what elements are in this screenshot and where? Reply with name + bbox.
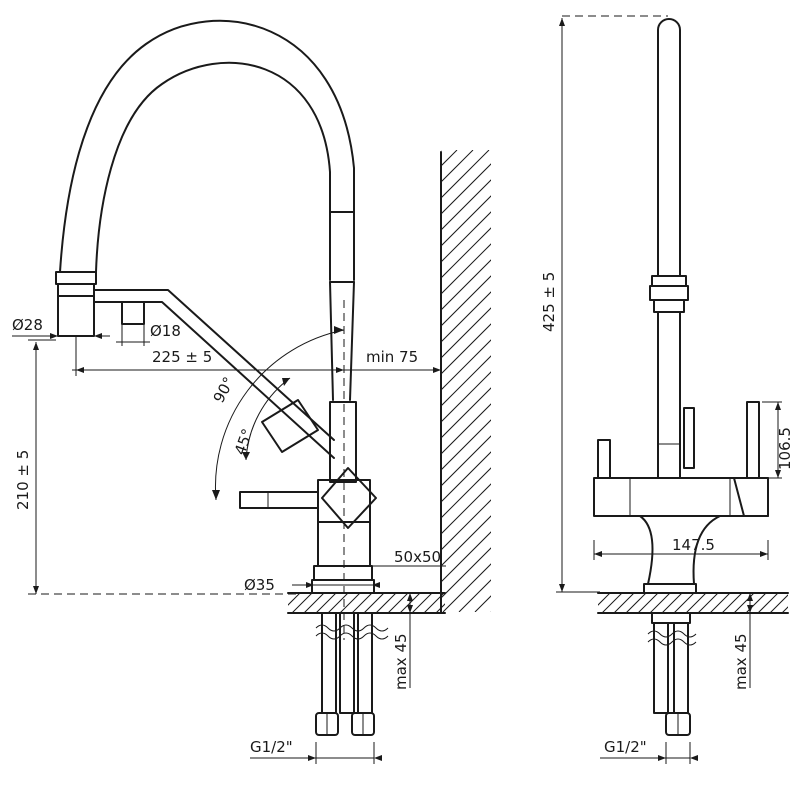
hatch-line xyxy=(757,593,779,613)
hatch-line xyxy=(613,593,635,613)
front-view: 425 ± 5 106.5 147.5 max 45 G1/2" xyxy=(540,15,800,764)
base-plate-label: 50x50 xyxy=(394,548,441,566)
hatch-line xyxy=(351,593,373,613)
counter-thickness-front-label: max 45 xyxy=(732,633,750,690)
hatch-line xyxy=(649,593,671,613)
wall-clearance-label: min 75 xyxy=(366,348,418,366)
hatch-line xyxy=(411,593,433,613)
spout-diameter-label: Ø28 xyxy=(12,316,43,334)
hatch-line xyxy=(387,593,409,613)
hatch-line xyxy=(598,593,611,606)
hatch-line xyxy=(721,593,743,613)
handle-width-label: 147.5 xyxy=(672,536,715,554)
swivel-angles xyxy=(212,326,345,501)
hatch-line xyxy=(441,355,491,407)
hatch-line xyxy=(709,593,731,613)
hatch-line xyxy=(441,163,491,215)
swivel-angle-90-label: 90° xyxy=(210,374,238,406)
hatch-line xyxy=(441,150,490,199)
hatch-line xyxy=(474,595,491,612)
hatch-line xyxy=(781,606,788,613)
base-diameter-label: Ø35 xyxy=(244,576,275,594)
hatch-line xyxy=(441,339,491,391)
hatch-line xyxy=(747,150,800,612)
hatch-line xyxy=(441,531,491,583)
hatch-line xyxy=(441,371,491,423)
hose-diameter-label: Ø18 xyxy=(150,322,181,340)
hatch-line xyxy=(291,593,313,613)
hatch-line xyxy=(288,593,289,594)
hatch-line xyxy=(794,593,800,613)
hatch-line xyxy=(441,387,491,439)
hatch-line xyxy=(442,563,491,612)
countertop-front xyxy=(597,592,800,614)
supply-lines-front xyxy=(647,612,697,736)
hatch-line xyxy=(435,603,445,613)
hatch-line xyxy=(441,291,491,343)
handles xyxy=(597,401,760,479)
flexible-hose xyxy=(59,19,355,401)
hatch-line xyxy=(441,227,491,279)
hatch-line xyxy=(441,179,491,231)
dimension-lines-side xyxy=(12,324,446,764)
hatch-line xyxy=(507,150,800,612)
dimension-lines-front xyxy=(556,15,782,764)
mixer-body-front xyxy=(593,477,769,594)
hatch-line xyxy=(661,593,683,613)
hatch-line xyxy=(769,594,788,613)
hatch-line xyxy=(779,150,800,612)
hatch-line xyxy=(303,593,325,613)
hatch-line xyxy=(339,593,361,613)
connector-front-label: G1/2" xyxy=(604,738,647,756)
hatch-line xyxy=(625,593,647,613)
total-height-label: 425 ± 5 xyxy=(540,272,558,332)
hatch-line xyxy=(363,593,385,613)
hatch-line xyxy=(423,593,445,613)
spout-vertical xyxy=(649,18,689,479)
countertop-side xyxy=(287,592,468,614)
hatch-line xyxy=(697,593,719,613)
hatch-line xyxy=(441,483,491,535)
hatch-line xyxy=(637,593,659,613)
hatch-line xyxy=(441,323,491,375)
hatch-line xyxy=(673,593,695,613)
hatch-line xyxy=(441,211,491,263)
hatch-line xyxy=(523,150,800,612)
hatch-line xyxy=(441,307,491,359)
hatch-line xyxy=(441,515,491,567)
hatch-line xyxy=(731,150,800,612)
hatch-line xyxy=(327,593,349,613)
hatch-line xyxy=(685,593,707,613)
swivel-angle-45-label: 45° xyxy=(231,426,257,457)
mixer-body xyxy=(239,399,377,594)
hatch-line xyxy=(601,593,623,613)
hatch-line xyxy=(490,611,491,612)
counter-thickness-side-label: max 45 xyxy=(392,633,410,690)
spout-head xyxy=(55,271,97,337)
spout-height-label: 210 ± 5 xyxy=(14,450,32,510)
spout-reach-label: 225 ± 5 xyxy=(152,348,212,366)
hatch-line xyxy=(458,579,491,612)
connector-side-label: G1/2" xyxy=(250,738,293,756)
spout-arm xyxy=(93,289,335,459)
hatch-line xyxy=(795,150,800,612)
wall xyxy=(440,150,800,613)
hatch-line xyxy=(441,547,491,599)
supply-lines-side xyxy=(315,612,389,736)
hatch-line xyxy=(539,150,800,612)
hatch-line xyxy=(441,499,491,551)
hatch-line xyxy=(288,593,301,606)
hatch-line xyxy=(715,150,800,612)
handle-height-label: 106.5 xyxy=(776,427,794,470)
hatch-line xyxy=(441,467,491,519)
hatch-line xyxy=(375,593,397,613)
hatch-line xyxy=(635,150,800,612)
hatch-line xyxy=(598,593,599,594)
hatch-line xyxy=(315,593,337,613)
hatch-line xyxy=(763,150,800,612)
hatch-line xyxy=(448,593,468,613)
hatch-line xyxy=(441,195,491,247)
hatch-line xyxy=(441,150,474,183)
